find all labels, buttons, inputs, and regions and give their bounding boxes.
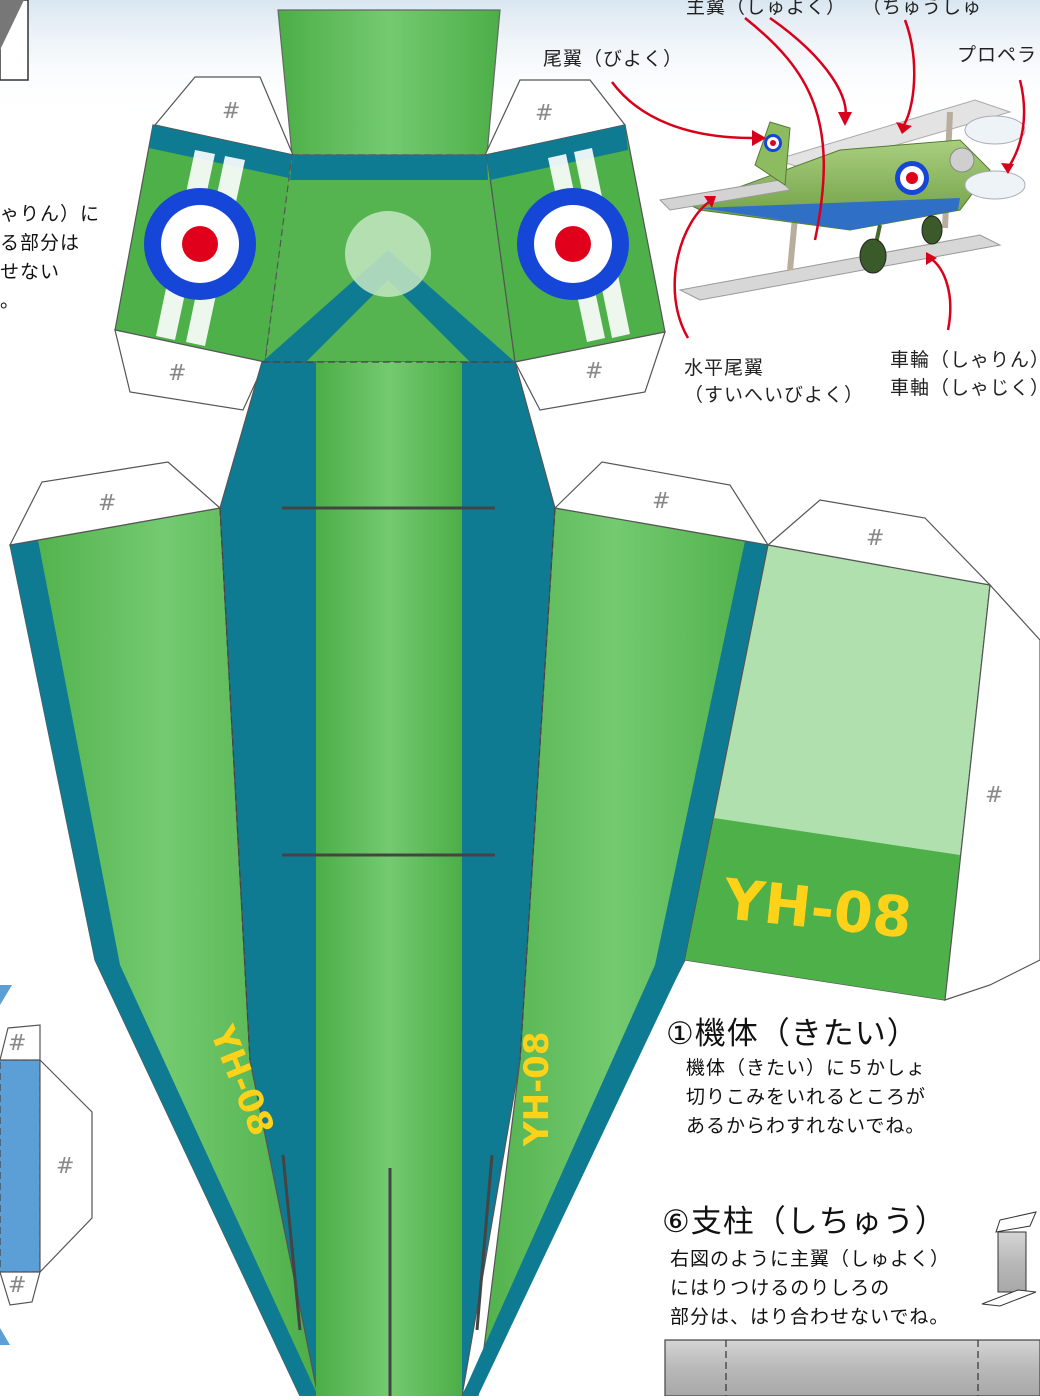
left-note-line3: せない xyxy=(0,261,61,283)
glue-mark: # xyxy=(222,99,240,124)
label-wheel: 車輪（しゃりん） xyxy=(890,349,1040,371)
label-propeller: プロペラ xyxy=(957,44,1038,66)
glue-tab-side-flap-top: # xyxy=(766,499,992,586)
glue-tab-fuselage-left: # xyxy=(8,461,222,546)
label-main-wing: 主翼（しゅよく） xyxy=(686,0,847,18)
label-top-right-partial: （ちゅうしゅ xyxy=(862,0,983,18)
strut-illustration xyxy=(981,1211,1037,1307)
section1-body2: 切りこみをいれるところが xyxy=(686,1086,927,1108)
label-horizontal-tail-1: 水平尾翼 xyxy=(684,357,765,379)
section1-body3: あるからわすれないでね。 xyxy=(686,1115,926,1137)
glue-tab-tail-right-bottom: # xyxy=(514,331,666,411)
biplane-illustration xyxy=(658,99,1026,301)
glue-mark: # xyxy=(98,491,116,516)
left-note-line1: ゃりん）に xyxy=(0,203,101,225)
glue-mark: # xyxy=(985,783,1003,808)
glue-mark: # xyxy=(56,1154,74,1179)
label-tail-wing: 尾翼（びよく） xyxy=(543,48,684,70)
tail-light-circle xyxy=(345,211,431,297)
horizontal-tail-panel-left xyxy=(114,124,294,363)
strut-part xyxy=(664,1339,1040,1397)
fuselage-tail-fin-part xyxy=(277,9,501,156)
left-note-line4: 。 xyxy=(0,290,21,312)
fuselage-main-body: YH-08 YH-08 xyxy=(9,361,769,1397)
glue-mark: # xyxy=(8,1031,26,1056)
annotation-arrows xyxy=(610,16,1026,339)
glue-tab-side-flap-right: # xyxy=(944,583,1040,1001)
label-horizontal-tail-2: （すいへいびよく） xyxy=(684,384,865,406)
label-axle: 車軸（しゃじく） xyxy=(890,377,1040,399)
partial-part-left-blue: # # # xyxy=(0,985,93,1345)
left-note-line2: る部分は xyxy=(0,232,81,254)
horizontal-tail-panel-right xyxy=(486,124,666,363)
section6-body2: にはりつけるのりしろの xyxy=(670,1277,891,1299)
section6-title: ⑥支柱（しちゅう） xyxy=(662,1204,947,1240)
glue-mark: # xyxy=(535,101,553,126)
glue-tab-fuselage-right: # xyxy=(553,461,770,546)
section1-title: ①機体（きたい） xyxy=(666,1016,919,1052)
section6-body1: 右図のように主翼（しゅよく） xyxy=(670,1248,951,1270)
glue-mark: # xyxy=(8,1273,26,1298)
fuselage-code-right: YH-08 xyxy=(517,1031,557,1147)
partial-part-top-left xyxy=(0,0,29,81)
glue-mark: # xyxy=(168,361,186,386)
tail-center-block xyxy=(262,154,516,363)
glue-tab-tail-left-bottom: # xyxy=(114,329,266,411)
glue-mark: # xyxy=(866,526,884,551)
section6-body3: 部分は、はり合わせないでね。 xyxy=(670,1306,950,1328)
glue-mark: # xyxy=(652,489,670,514)
glue-mark: # xyxy=(585,359,603,384)
section1-body1: 機体（きたい）に５かしょ xyxy=(686,1057,927,1079)
